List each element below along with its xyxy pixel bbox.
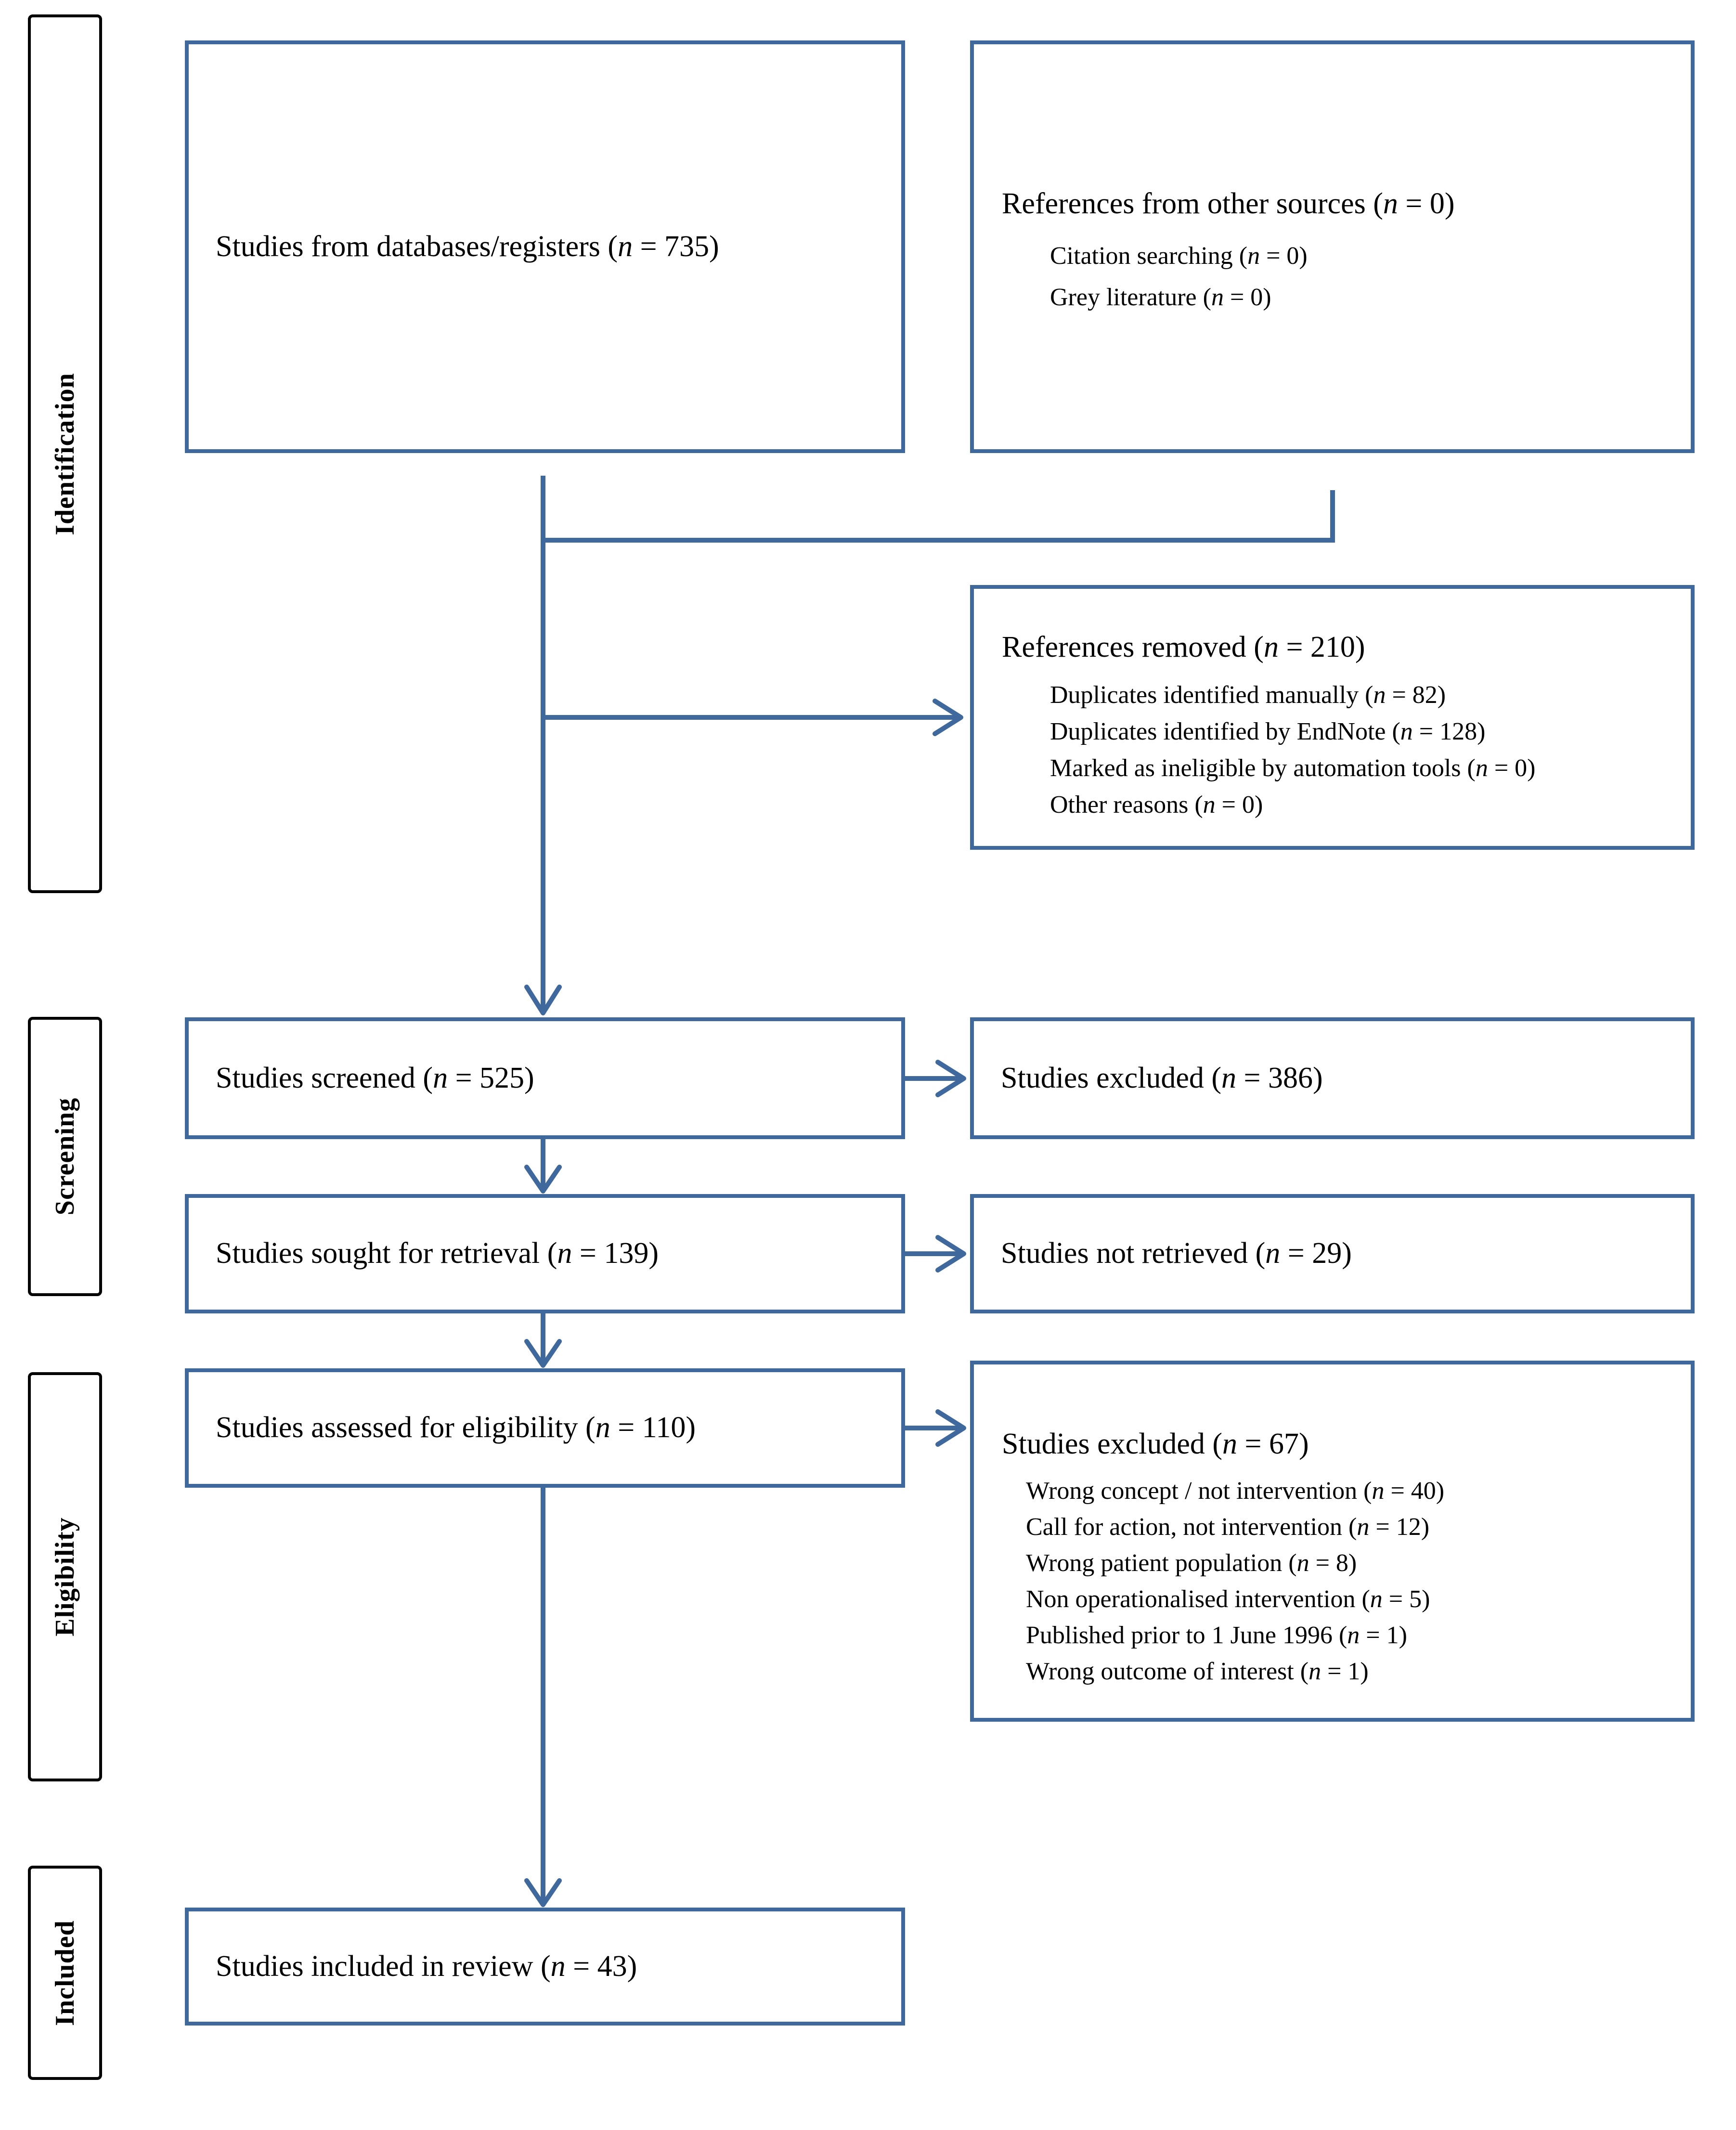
box-references-other-sources: References from other sources (n = 0) Ci… [970, 40, 1695, 453]
box-studies-excluded-screening: Studies excluded (n = 386) [970, 1017, 1695, 1139]
stage-label-screening: Screening [28, 1017, 102, 1296]
stage-label-included: Included [28, 1866, 102, 2080]
references-removed-item: Other reasons (n = 0) [1050, 791, 1263, 819]
box-references-removed: References removed (n = 210) Duplicates … [970, 585, 1695, 850]
arrowhead-included [524, 1878, 562, 1907]
stage-label-eligibility-text: Eligibility [50, 1517, 80, 1636]
references-removed-item: Duplicates identified manually (n = 82) [1050, 681, 1446, 709]
box-references-other-sources-title: References from other sources (n = 0) [1002, 187, 1455, 220]
excluded-eligibility-item: Wrong outcome of interest (n = 1) [1026, 1658, 1369, 1686]
box-studies-sought-retrieval: Studies sought for retrieval (n = 139) [185, 1194, 905, 1313]
references-removed-item: Marked as ineligible by automation tools… [1050, 754, 1536, 782]
excluded-eligibility-item: Wrong patient population (n = 8) [1026, 1549, 1357, 1577]
arrowhead-references-removed [933, 699, 963, 736]
box-studies-from-databases-label: Studies from databases/registers (n = 73… [216, 230, 719, 263]
box-studies-sought-retrieval-label: Studies sought for retrieval (n = 139) [216, 1237, 659, 1270]
box-references-removed-title: References removed (n = 210) [1002, 631, 1365, 663]
stage-label-eligibility: Eligibility [28, 1372, 102, 1781]
connector-other-sources-elbow [543, 490, 1335, 543]
excluded-eligibility-item: Non operationalised intervention (n = 5) [1026, 1585, 1430, 1613]
arrowhead-excluded-eligibility [935, 1409, 966, 1447]
box-studies-included-review: Studies included in review (n = 43) [185, 1908, 905, 2026]
references-removed-item: Duplicates identified by EndNote (n = 12… [1050, 718, 1486, 746]
box-studies-excluded-eligibility: Studies excluded (n = 67) Wrong concept … [970, 1361, 1695, 1722]
arrowhead-sought [524, 1165, 562, 1194]
box-studies-not-retrieved-label: Studies not retrieved (n = 29) [1001, 1237, 1352, 1270]
box-studies-excluded-eligibility-items: Wrong concept / not intervention (n = 40… [1026, 1473, 1676, 1689]
stage-label-identification: Identification [28, 14, 102, 893]
box-references-other-sources-items: Citation searching (n = 0) Grey literatu… [1050, 235, 1676, 318]
arrowhead-screened [524, 985, 562, 1015]
stage-label-identification-text: Identification [50, 372, 80, 535]
box-studies-excluded-eligibility-title: Studies excluded (n = 67) [1002, 1428, 1309, 1460]
arrowhead-not-retrieved [935, 1235, 966, 1273]
stage-label-screening-text: Screening [50, 1097, 80, 1216]
stage-label-included-text: Included [50, 1920, 80, 2026]
arrowhead-assessed [524, 1339, 562, 1368]
box-studies-excluded-screening-label: Studies excluded (n = 386) [1001, 1061, 1323, 1094]
box-studies-included-review-label: Studies included in review (n = 43) [216, 1949, 637, 1983]
box-studies-from-databases: Studies from databases/registers (n = 73… [185, 40, 905, 453]
other-sources-item: Citation searching (n = 0) [1050, 242, 1308, 270]
other-sources-item: Grey literature (n = 0) [1050, 284, 1271, 312]
box-studies-screened: Studies screened (n = 525) [185, 1017, 905, 1139]
box-references-removed-items: Duplicates identified manually (n = 82) … [1050, 677, 1676, 823]
box-studies-assessed-eligibility: Studies assessed for eligibility (n = 11… [185, 1368, 905, 1488]
box-studies-not-retrieved: Studies not retrieved (n = 29) [970, 1194, 1695, 1313]
excluded-eligibility-item: Published prior to 1 June 1996 (n = 1) [1026, 1622, 1407, 1649]
box-studies-assessed-eligibility-label: Studies assessed for eligibility (n = 11… [216, 1411, 696, 1444]
box-studies-screened-label: Studies screened (n = 525) [216, 1061, 534, 1094]
excluded-eligibility-item: Call for action, not intervention (n = 1… [1026, 1513, 1430, 1541]
excluded-eligibility-item: Wrong concept / not intervention (n = 40… [1026, 1477, 1445, 1505]
arrowhead-excluded-screening [935, 1060, 966, 1097]
